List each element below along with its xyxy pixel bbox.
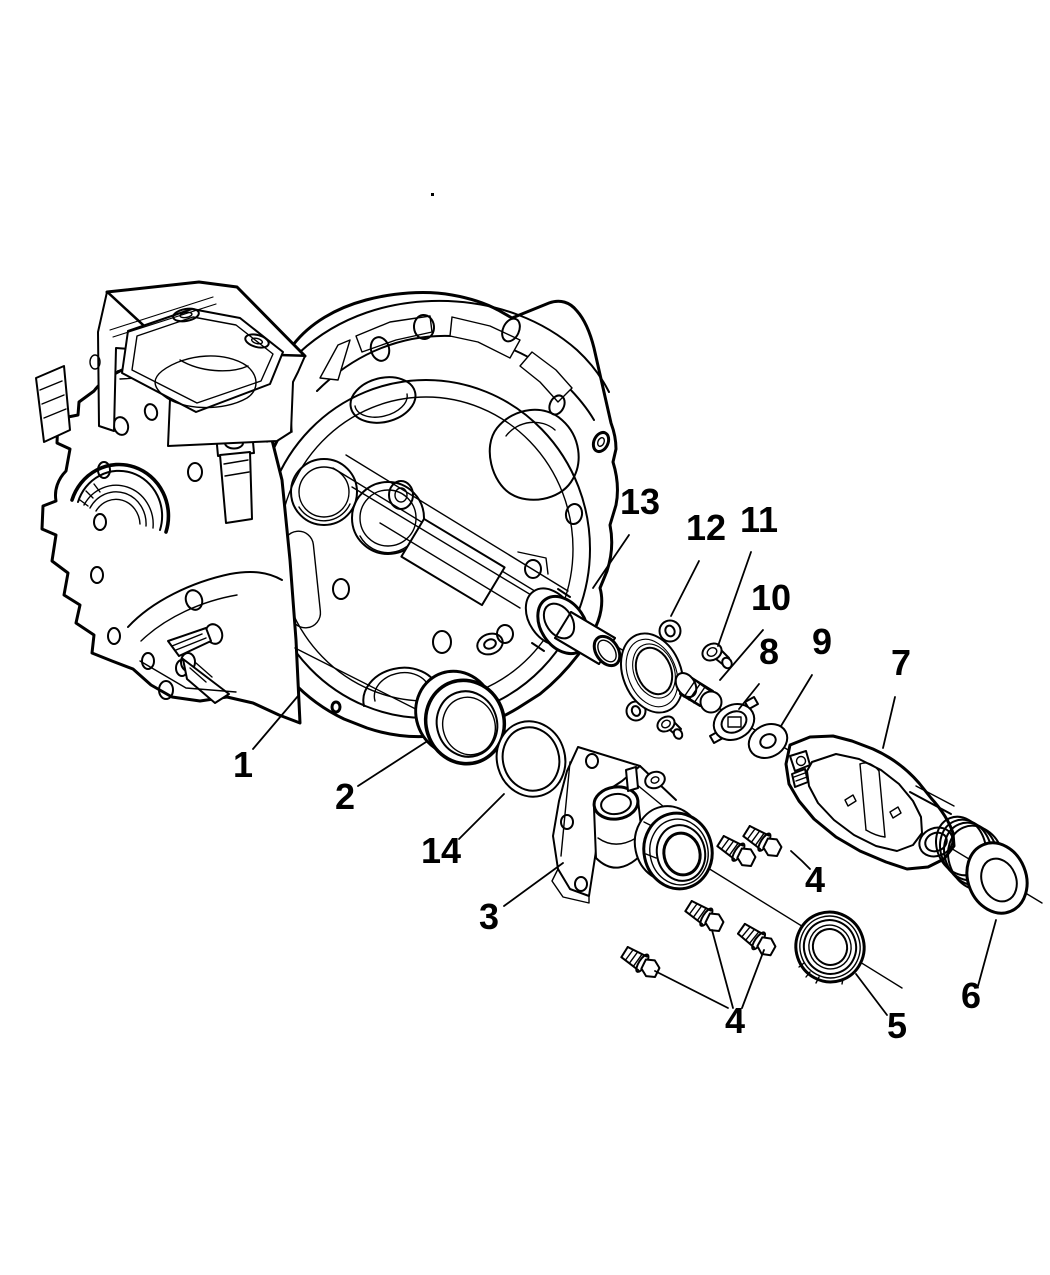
callout-4: 4 [805, 859, 825, 900]
callout-4: 4 [725, 1000, 745, 1041]
callout-11: 11 [740, 499, 778, 540]
top-cover-box [89, 280, 307, 447]
leader-line-13 [592, 534, 630, 589]
callout-7: 7 [891, 642, 911, 683]
leader-line-5 [855, 973, 888, 1016]
part-14-oring [495, 720, 567, 798]
leader-line-4 [790, 850, 811, 870]
leader-line-10 [719, 629, 764, 681]
stray-dot-layer [431, 193, 434, 196]
leader-line-4-1 [711, 929, 734, 1009]
callout-9: 9 [812, 621, 832, 662]
leader-line-14 [458, 793, 505, 840]
callout-5: 5 [887, 1005, 907, 1046]
callout-2: 2 [335, 776, 355, 817]
callout-13: 13 [620, 481, 660, 522]
leader-line-4-2 [741, 949, 765, 1009]
callout-1: 1 [233, 744, 253, 785]
callout-14: 14 [421, 830, 461, 871]
leader-line-7 [882, 696, 896, 749]
bell-truss [299, 299, 610, 421]
leader-line-11 [717, 551, 752, 647]
part-9-washer [747, 723, 789, 759]
part-11-screws [656, 642, 733, 740]
part-10-plug [674, 671, 723, 714]
leader-line-12 [670, 560, 700, 617]
callout-12: 12 [686, 507, 726, 548]
callout-6: 6 [961, 975, 981, 1016]
part-7-bracket [784, 734, 956, 871]
part-6-plug-cap [935, 815, 1029, 915]
transaxle-case [35, 280, 619, 739]
leader-line-8 [738, 683, 760, 710]
leader-line-3 [503, 862, 564, 907]
callout-10: 10 [751, 577, 791, 618]
leader-line-6 [977, 919, 997, 987]
leader-line-9 [780, 674, 813, 727]
leader-line-1 [252, 695, 299, 750]
part-12-retainer-plate [620, 619, 684, 722]
callout-3: 3 [479, 896, 499, 937]
bell-interior-details [282, 376, 580, 707]
part-2-ring [414, 669, 507, 766]
callout-8: 8 [759, 631, 779, 672]
part-8-retainer-cap [709, 696, 759, 744]
part-13-sleeve [524, 587, 622, 668]
leader-line-4 [654, 970, 729, 1009]
part-3-extension-housing [551, 746, 714, 904]
part-5-seal [794, 910, 866, 985]
leader-line-2 [357, 741, 427, 787]
stray-dot [431, 193, 434, 196]
